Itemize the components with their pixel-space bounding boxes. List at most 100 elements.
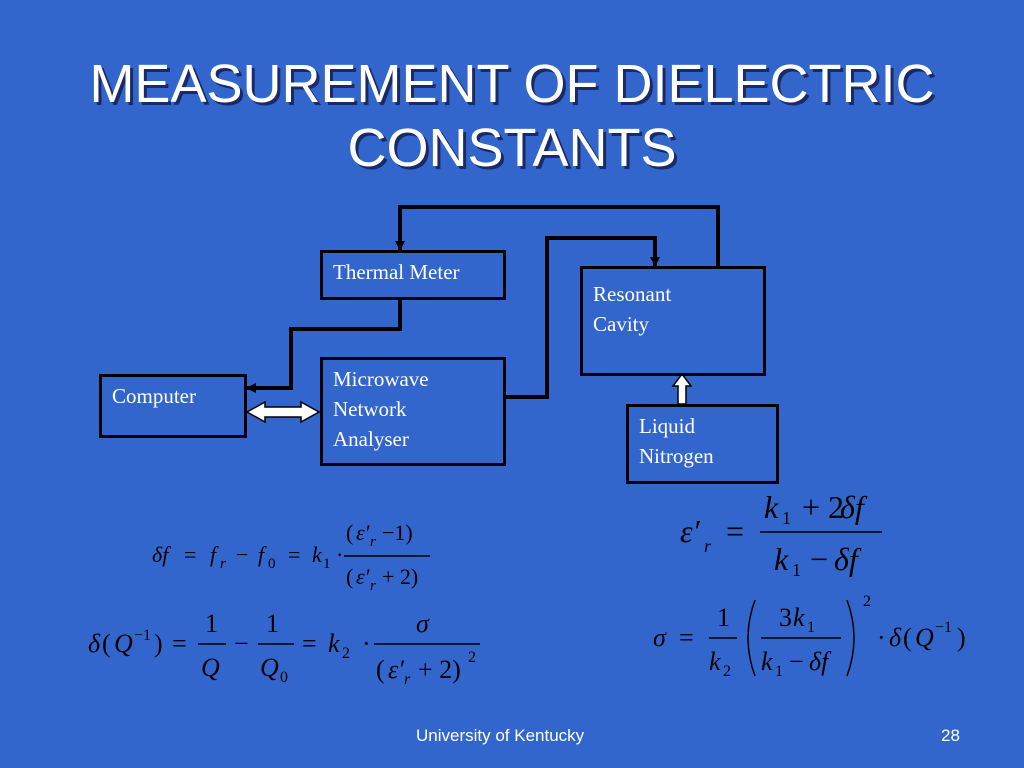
liquid-nitrogen-box: Liquid Nitrogen: [626, 404, 779, 484]
svg-text:r: r: [220, 556, 226, 572]
svg-text:0: 0: [268, 556, 276, 572]
svg-text:σ: σ: [653, 623, 667, 652]
svg-text:(: (: [376, 655, 385, 684]
footer-page-number: 28: [941, 726, 960, 745]
svg-text:−1: −1: [134, 627, 151, 644]
computer-label: Computer: [112, 384, 196, 408]
svg-text:δf: δf: [809, 647, 832, 676]
svg-text:·: ·: [362, 629, 371, 658]
svg-text:(: (: [346, 564, 353, 589]
svg-text:−: −: [234, 629, 249, 658]
svg-text:1: 1: [792, 560, 801, 580]
svg-text:+ 2: + 2: [802, 489, 844, 525]
svg-text:r: r: [404, 671, 411, 688]
resonant-cavity-box: Resonant Cavity: [580, 266, 766, 376]
svg-text:=: =: [679, 623, 694, 652]
footer-institution: University of Kentucky: [416, 726, 585, 745]
svg-text:r: r: [370, 534, 376, 550]
svg-text:1: 1: [782, 508, 791, 528]
svg-text:1: 1: [775, 663, 783, 680]
svg-text:σ: σ: [416, 609, 430, 638]
svg-text:δf: δf: [840, 489, 868, 525]
svg-text:r: r: [370, 578, 376, 594]
svg-text:3: 3: [779, 603, 792, 632]
resonant-cavity-label-2: Cavity: [593, 312, 649, 336]
svg-text:1: 1: [807, 619, 815, 636]
svg-text:−1): −1): [382, 520, 413, 545]
svg-text:2: 2: [723, 663, 731, 680]
svg-text:+ 2): + 2): [418, 655, 461, 684]
svg-text:1: 1: [323, 556, 331, 572]
svg-text:=: =: [172, 629, 187, 658]
svg-text:k: k: [709, 647, 721, 676]
wire-thermal-meter-to-computer: [246, 300, 402, 393]
svg-text:k: k: [793, 603, 805, 632]
equation-conductivity: σ = 1 k 2 3 k 1 k 1 − δf 2 · δ ( Q −1 ): [653, 593, 966, 680]
svg-text:ε′: ε′: [356, 520, 371, 545]
svg-text:2: 2: [468, 649, 476, 666]
svg-text:): ): [154, 629, 163, 658]
svg-text:Q: Q: [201, 653, 220, 682]
arrow-nitrogen-to-cavity: [671, 372, 693, 405]
network-analyser-label-3: Analyser: [333, 427, 409, 451]
computer-box: Computer: [99, 374, 247, 438]
svg-text:=: =: [184, 542, 196, 567]
svg-text:k: k: [312, 542, 323, 567]
svg-text:ε′: ε′: [388, 655, 404, 684]
svg-text:1: 1: [266, 609, 279, 638]
equation-permittivity: ε′ r = k 1 + 2 δf k 1 − δf: [680, 489, 882, 580]
svg-text:r: r: [704, 536, 712, 556]
double-arrow-computer-analyser: [245, 400, 321, 424]
svg-text:k: k: [761, 647, 773, 676]
svg-text:δ: δ: [88, 629, 101, 658]
svg-text:δf: δf: [152, 542, 171, 567]
svg-text:(: (: [102, 629, 111, 658]
svg-text:=: =: [302, 629, 317, 658]
liquid-nitrogen-label-1: Liquid: [639, 414, 695, 438]
svg-text:f: f: [258, 542, 267, 567]
svg-text:k: k: [764, 489, 779, 525]
network-analyser-box: Microwave Network Analyser: [320, 357, 506, 466]
svg-text:): ): [957, 623, 966, 652]
slide-title: MEASUREMENT OF DIELECTRIC CONSTANTS: [0, 52, 1024, 180]
svg-text:δf: δf: [834, 541, 862, 577]
svg-text:1: 1: [717, 603, 730, 632]
svg-text:1: 1: [205, 609, 218, 638]
svg-text:2: 2: [863, 593, 871, 610]
svg-text:2: 2: [342, 645, 350, 662]
svg-text:(: (: [903, 623, 912, 652]
svg-text:(: (: [346, 520, 353, 545]
svg-text:·: ·: [336, 542, 343, 567]
network-analyser-label-1: Microwave: [333, 367, 429, 391]
svg-text:0: 0: [280, 669, 288, 686]
network-analyser-label-2: Network: [333, 397, 407, 421]
svg-text:=: =: [726, 513, 744, 549]
svg-text:δ: δ: [889, 623, 902, 652]
svg-text:ε′: ε′: [356, 564, 371, 589]
svg-text:·: ·: [877, 623, 886, 652]
svg-text:Q: Q: [915, 623, 934, 652]
liquid-nitrogen-label-2: Nitrogen: [639, 444, 714, 468]
svg-text:k: k: [774, 541, 789, 577]
thermal-meter-label: Thermal Meter: [333, 260, 460, 284]
svg-text:k: k: [328, 629, 340, 658]
svg-text:+ 2): + 2): [382, 564, 418, 589]
svg-text:Q: Q: [260, 653, 279, 682]
thermal-meter-box: Thermal Meter: [320, 250, 506, 300]
svg-text:−: −: [789, 647, 804, 676]
svg-text:−1: −1: [935, 619, 952, 636]
svg-text:−: −: [236, 542, 248, 567]
svg-text:Q: Q: [114, 629, 133, 658]
svg-text:=: =: [288, 542, 300, 567]
svg-text:−: −: [810, 541, 828, 577]
svg-text:ε′: ε′: [680, 513, 701, 549]
wire-analyser-to-cavity: [505, 236, 660, 399]
resonant-cavity-label-1: Resonant: [593, 282, 672, 306]
equation-frequency-shift: δf = f r − f 0 = k 1 · ( ε′ r −1) ( ε′ r…: [152, 520, 430, 594]
title-line-1: MEASUREMENT OF DIELECTRIC: [89, 54, 935, 114]
wire-cavity-to-thermal-meter: [395, 205, 720, 266]
svg-text:f: f: [210, 542, 219, 567]
equation-quality-factor: δ ( Q −1 ) = 1 Q − 1 Q 0 = k 2 · σ ( ε′ …: [88, 609, 480, 688]
title-line-2: CONSTANTS: [347, 118, 677, 178]
